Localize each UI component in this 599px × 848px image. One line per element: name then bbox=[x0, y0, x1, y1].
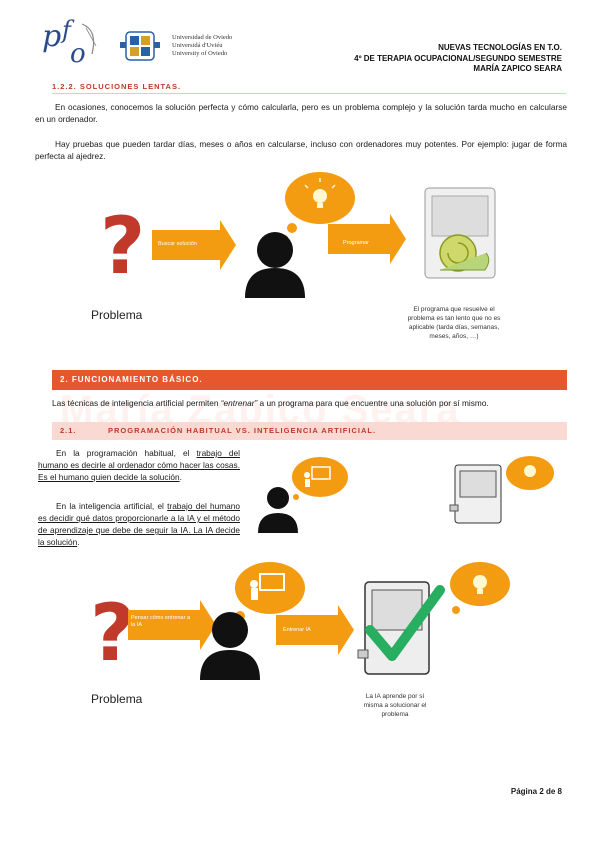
course-semester: 4º DE TERAPIA OCUPACIONAL/SEGUNDO SEMEST… bbox=[354, 53, 562, 63]
p3-pre: Las técnicas de inteligencia artificial … bbox=[52, 398, 221, 408]
page-number: Página 2 de 8 bbox=[510, 787, 562, 796]
svg-text:p: p bbox=[42, 19, 61, 54]
arrow-search-label: Buscar solución bbox=[158, 241, 197, 247]
paragraph-slow-intro: En ocasiones, conocemos la solución perf… bbox=[35, 102, 567, 124]
checkmark-icon bbox=[365, 585, 445, 661]
section-heading-122: 1.2.2. SOLUCIONES LENTAS. bbox=[52, 82, 182, 91]
ai-diagram: ? bbox=[90, 562, 510, 680]
p4-underlined: trabajo del humano es decirle al ordenad… bbox=[38, 448, 241, 482]
slow-solution-diagram: ? bbox=[100, 172, 496, 298]
section-rule bbox=[52, 93, 566, 94]
university-name: Universidad de Oviedo Universidá d'Uviéu… bbox=[172, 34, 232, 58]
teacher-board-icon bbox=[250, 573, 285, 600]
svg-text:o: o bbox=[70, 39, 86, 68]
section-heading-2: 2. FUNCIONAMIENTO BÁSICO. bbox=[60, 375, 203, 384]
pfo-logo: p f o bbox=[42, 16, 97, 68]
question-mark-icon: ? bbox=[100, 202, 145, 292]
p5-post: . bbox=[77, 537, 80, 547]
slow-program-caption: El programa que resuelve el problema es … bbox=[407, 306, 501, 340]
university-shield-icon bbox=[120, 31, 160, 61]
problem-label: Problema bbox=[91, 692, 143, 706]
p4-post: . bbox=[179, 472, 182, 482]
p5-pre: En la inteligencia artificial, el bbox=[56, 501, 168, 511]
section-band-2 bbox=[52, 370, 567, 390]
paragraph-slow-example: Hay pruebas que pueden tardar días, mese… bbox=[35, 139, 567, 161]
p4-pre: En la programación habitual, el bbox=[56, 448, 197, 458]
teacher-board-icon bbox=[304, 466, 331, 487]
arrow-program-label: Programar bbox=[343, 240, 369, 246]
course-title: NUEVAS TECNOLOGÍAS EN T.O. bbox=[438, 43, 562, 52]
person-icon bbox=[245, 232, 305, 298]
problem-label: Problema bbox=[91, 308, 143, 322]
person-icon bbox=[200, 612, 260, 680]
course-header: NUEVAS TECNOLOGÍAS EN T.O. 4º DE TERAPIA… bbox=[354, 43, 562, 75]
arrow-train bbox=[276, 605, 354, 655]
p3-emphasis: “entrenar” bbox=[220, 398, 258, 408]
thought-bubble-teacher-icon bbox=[235, 562, 305, 614]
thought-bubble-teacher-icon bbox=[292, 457, 348, 497]
section-heading-21: PROGRAMACIÓN HABITUAL VS. INTELIGENCIA A… bbox=[108, 426, 377, 435]
question-mark-icon: ? bbox=[90, 589, 135, 679]
arrow-think-label: Pensar cómo entrenar a la IA bbox=[131, 615, 191, 628]
uni-line-en: University of Oviedo bbox=[172, 50, 228, 57]
uni-line-ast: Universidá d'Uviéu bbox=[172, 42, 223, 49]
author-name: MARÍA ZAPICO SEARA bbox=[473, 64, 562, 73]
p3-post: a un programa para que encuentre una sol… bbox=[257, 398, 489, 408]
lightbulb-icon bbox=[304, 178, 336, 208]
section-band-21 bbox=[52, 422, 567, 440]
paragraph-habitual: En la programación habitual, el trabajo … bbox=[38, 447, 240, 483]
computer-icon bbox=[357, 581, 430, 675]
section-number-21: 2.1. bbox=[60, 426, 77, 435]
arrow-program bbox=[328, 214, 406, 264]
computer-icon bbox=[449, 464, 502, 524]
paragraph-ia: En la inteligencia artificial, el trabaj… bbox=[38, 500, 240, 548]
person-icon bbox=[258, 487, 298, 533]
arrow-search bbox=[152, 220, 236, 270]
paragraph-ai-intro: Las técnicas de inteligencia artificial … bbox=[52, 397, 572, 409]
habitual-programming-diagram bbox=[258, 456, 554, 533]
p5-underlined: trabajo del humano es decidir qué datos … bbox=[38, 501, 240, 547]
ia-learns-caption: La IA aprende por sí misma a solucionar … bbox=[363, 693, 427, 718]
snail-icon bbox=[439, 234, 490, 272]
lightbulb-icon bbox=[473, 575, 487, 594]
uni-line-es: Universidad de Oviedo bbox=[172, 34, 233, 41]
arrow-train-label: Entrenar IA bbox=[283, 627, 311, 633]
arrow-think bbox=[128, 600, 216, 650]
